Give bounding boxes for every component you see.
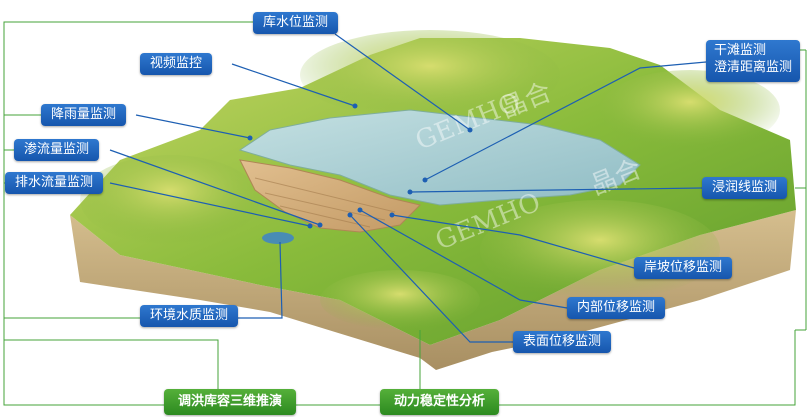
dynamic-stability-button[interactable]: 动力稳定性分析 [380,389,500,415]
label-seepage-flow: 渗流量监测 [14,139,100,161]
label-video: 视频监控 [140,53,213,75]
label-saturation-line: 浸润线监测 [702,177,788,199]
label-beach: 干滩监测 澄清距离监测 [706,40,801,82]
flood-routing-button[interactable]: 调洪库容三维推演 [164,389,297,415]
label-surface-displacement: 表面位移监测 [513,331,612,353]
sensor-points [247,103,473,229]
hill-front [320,270,480,330]
downstream-pond [262,232,294,244]
hill-left [80,155,260,245]
leader-lines [109,33,707,343]
hill-top-right [600,70,780,150]
label-bank-slope: 岸坡位移监测 [634,257,733,279]
label-internal-displacement: 内部位移监测 [567,297,666,319]
frame-lines [3,21,807,406]
label-rainfall: 降雨量监测 [41,104,127,126]
label-reservoir-level: 库水位监测 [253,12,339,34]
reservoir-water [238,109,641,206]
label-drainage-flow: 排水流量监测 [5,172,104,194]
hill-top-center [300,30,560,120]
label-environment-water: 环境水质监测 [140,305,239,327]
dam-berms [254,177,396,228]
